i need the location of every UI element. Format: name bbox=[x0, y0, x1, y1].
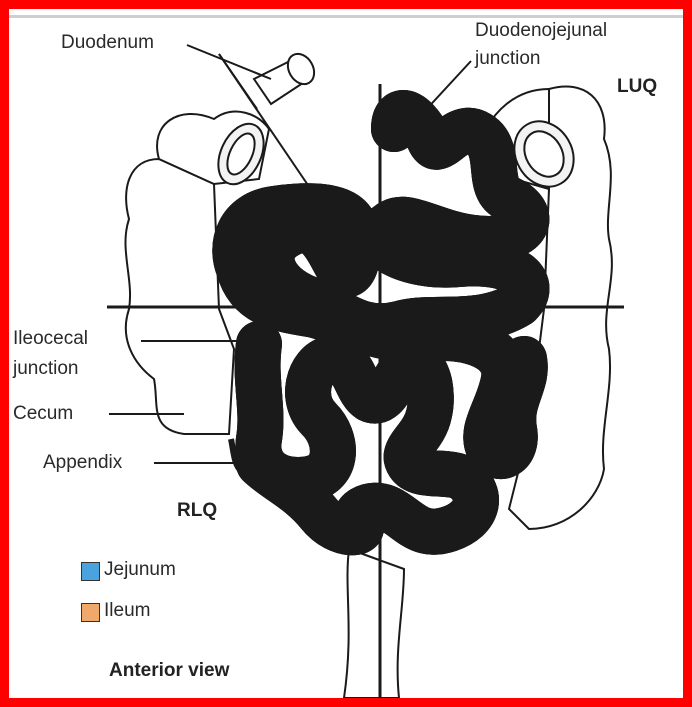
legend-label-ileum: Ileum bbox=[104, 599, 150, 623]
view-caption: Anterior view bbox=[109, 659, 229, 683]
appendix-label: Appendix bbox=[43, 451, 122, 475]
ascending-colon bbox=[125, 159, 234, 434]
cecum-label: Cecum bbox=[13, 402, 73, 426]
duodenum-leader-1 bbox=[187, 45, 271, 79]
luq-label: LUQ bbox=[617, 75, 657, 99]
sigmoid-rectum bbox=[344, 549, 404, 698]
ileum-loops bbox=[258, 344, 476, 532]
rlq-label: RLQ bbox=[177, 499, 217, 523]
dj-junction-label-line2: junction bbox=[475, 47, 541, 71]
ileocecal-label-line1: Ileocecal bbox=[13, 327, 88, 351]
legend-label-jejunum: Jejunum bbox=[104, 558, 176, 582]
duodenum-label: Duodenum bbox=[61, 31, 154, 55]
dj-junction-label-line1: Duodenojejunal bbox=[475, 19, 607, 43]
diagram-frame: Duodenum Duodenojejunal junction LUQ Ile… bbox=[9, 9, 683, 698]
intestine-illustration bbox=[9, 9, 683, 698]
legend-swatch-ileum bbox=[81, 603, 100, 622]
legend-swatch-jejunum bbox=[81, 562, 100, 581]
ileocecal-label-line2: junction bbox=[13, 357, 79, 381]
